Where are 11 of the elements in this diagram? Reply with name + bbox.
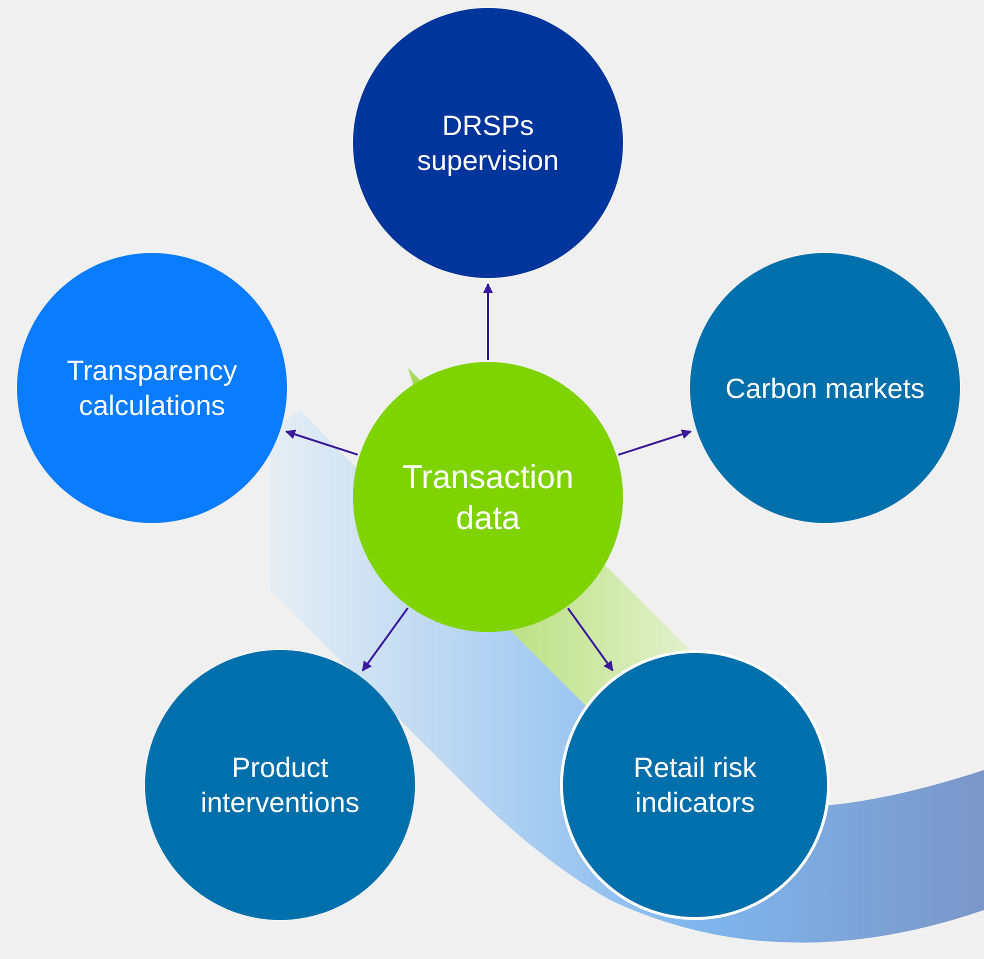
node-label: Carbon markets <box>725 372 925 406</box>
node-label: Transaction data <box>401 456 575 538</box>
arrow <box>483 283 493 360</box>
node-label: Product interventions <box>200 751 360 820</box>
arrow <box>567 608 614 672</box>
arrow <box>362 607 409 672</box>
arrow <box>285 430 358 456</box>
node-label: Transparency calculations <box>66 354 238 423</box>
node-label: Retail risk indicators <box>632 751 758 820</box>
node-label: DRSPs supervision <box>416 109 560 178</box>
arrow <box>618 429 692 456</box>
